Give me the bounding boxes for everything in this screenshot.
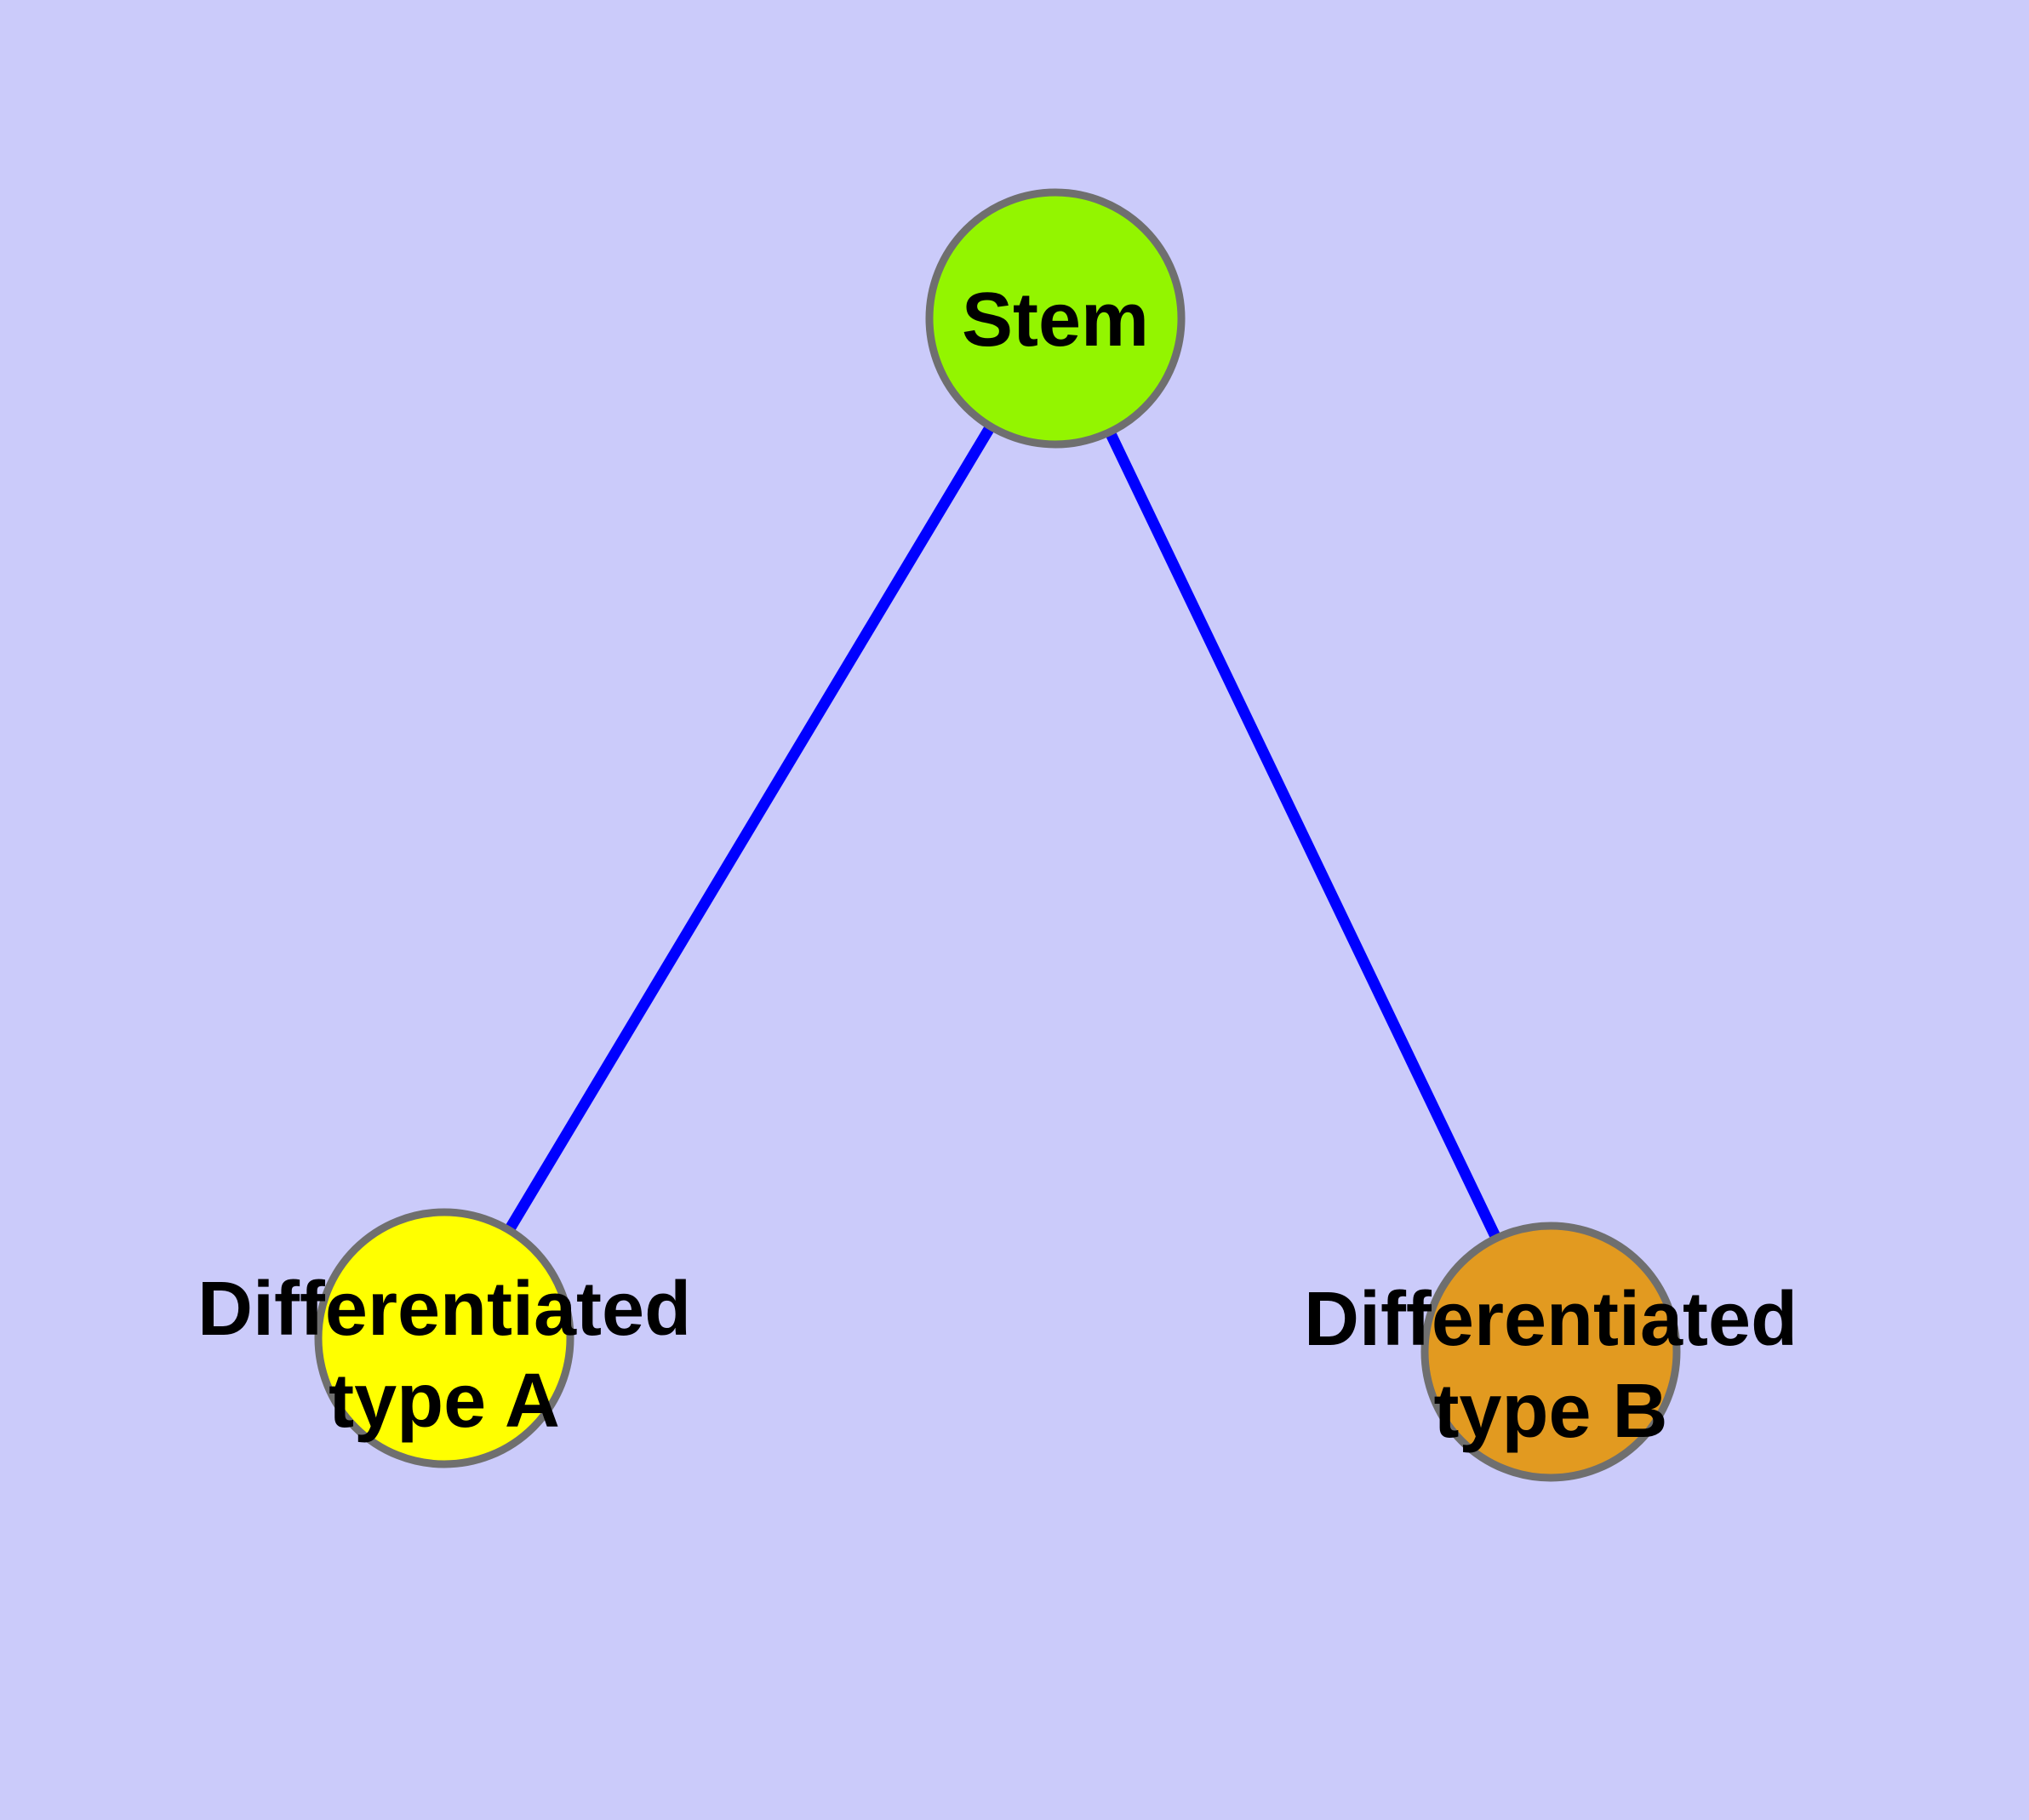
edge-stem-to-type-a <box>439 315 1060 1342</box>
node-stem-circle <box>925 188 1186 449</box>
node-type-a-circle <box>314 1208 574 1468</box>
node-type-b-circle <box>1420 1222 1681 1482</box>
edge-stem-to-type-b <box>1050 316 1556 1354</box>
